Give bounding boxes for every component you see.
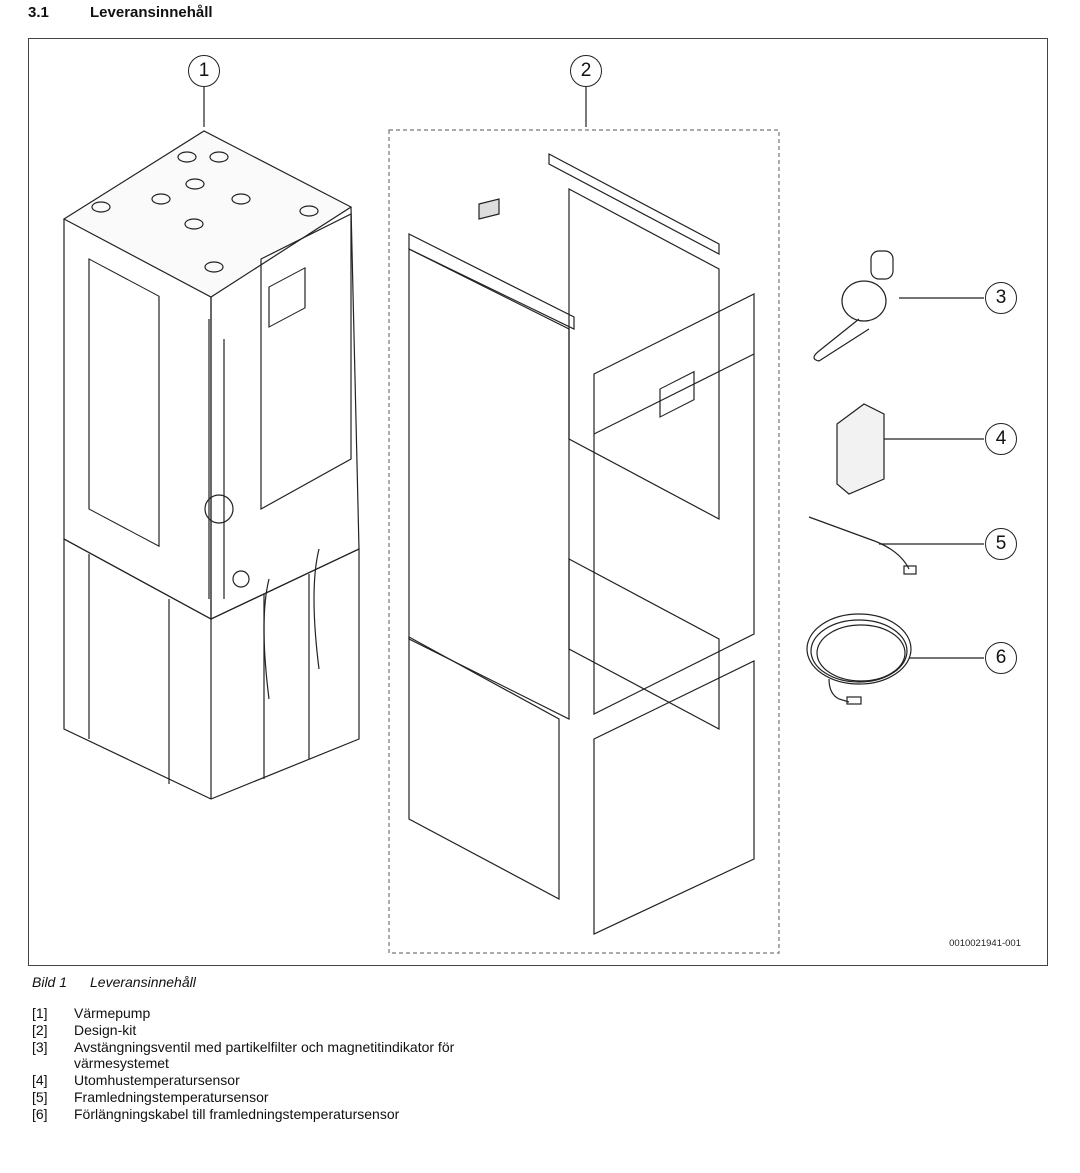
- shutoff-valve-drawing: [813, 250, 894, 362]
- flow-sensor-drawing: [808, 516, 917, 575]
- legend-key: [2]: [32, 1021, 48, 1038]
- legend-key: [5]: [32, 1088, 48, 1105]
- legend-text: Värmepump: [74, 1005, 151, 1021]
- extension-cable-drawing: [806, 613, 912, 705]
- legend-item: [3] Avstängningsventil med partikelfilter…: [32, 1039, 514, 1073]
- exploded-illustration: [62, 87, 984, 954]
- figure-caption: Bild 1 Leveransinnehåll: [32, 974, 196, 990]
- legend-text: Framledningstemperatursensor: [74, 1088, 269, 1105]
- legend-text: Avstängningsventil med partikelfilter oc…: [74, 1038, 455, 1072]
- outdoor-sensor-drawing: [836, 403, 885, 495]
- callout-1: 1: [188, 55, 220, 87]
- section-title: Leveransinnehåll: [90, 4, 213, 21]
- callout-6: 6: [985, 642, 1017, 674]
- legend-item: [6] Förlängningskabel till framledningste…: [32, 1106, 514, 1123]
- legend-key: [6]: [32, 1105, 48, 1122]
- caption-text: Leveransinnehåll: [90, 974, 196, 990]
- design-kit-panels: [408, 153, 755, 935]
- heat-pump-drawing: [62, 130, 360, 800]
- callout-3: 3: [985, 282, 1017, 314]
- legend-item: [1] Värmepump: [32, 1005, 514, 1022]
- legend-text: Förlängningskabel till framledningstempe…: [74, 1105, 400, 1122]
- section-number: 3.1: [28, 4, 49, 21]
- callout-5: 5: [985, 528, 1017, 560]
- caption-label: Bild 1: [32, 974, 68, 990]
- callout-4: 4: [985, 423, 1017, 455]
- legend-key: [1]: [32, 1005, 48, 1021]
- legend-text: Design-kit: [74, 1021, 137, 1038]
- legend-text: Utomhustemperatursensor: [74, 1072, 240, 1089]
- legend-item: [2] Design-kit: [32, 1022, 514, 1039]
- legend-item: [5] Framledningstemperatursensor: [32, 1089, 514, 1106]
- legend-item: [4] Utomhustemperatursensor: [32, 1072, 514, 1089]
- callout-2: 2: [570, 55, 602, 87]
- figure-id: 0010021941-001: [949, 938, 1021, 949]
- legend-key: [4]: [32, 1072, 48, 1089]
- legend-list: [1] Värmepump [2] Design-kit [3] Avstängnin…: [32, 1005, 514, 1123]
- legend-key: [3]: [32, 1038, 48, 1055]
- delivery-contents-figure: 1 2 3 4 5 6 0010021941-001: [28, 38, 1048, 966]
- section-heading: 3.1 Leveransinnehåll: [28, 4, 213, 21]
